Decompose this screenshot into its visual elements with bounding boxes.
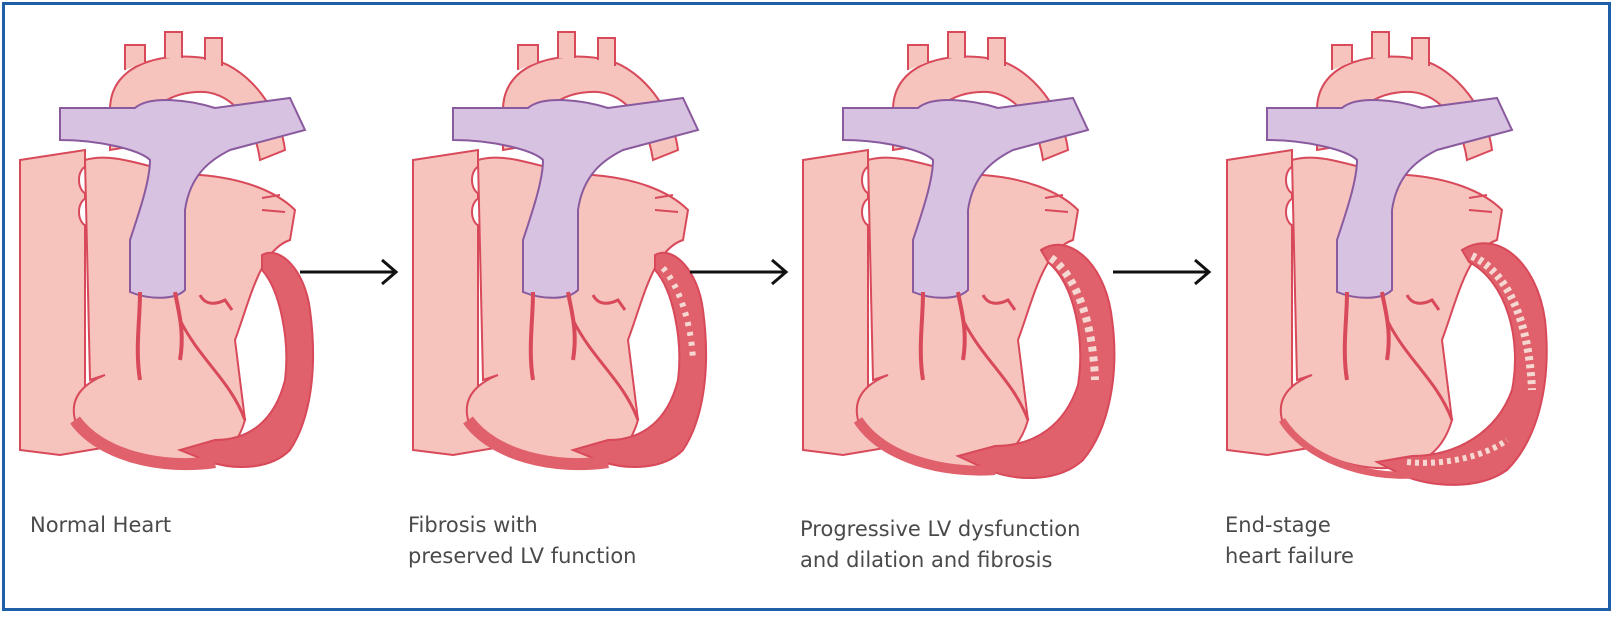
caption-line: Progressive LV dysfunction (800, 514, 1080, 545)
caption-line: Fibrosis with (408, 510, 637, 541)
heart-end-stage (1227, 32, 1547, 485)
caption-normal-heart: Normal Heart (30, 510, 171, 541)
heart-progressive-dysfunction (803, 32, 1114, 478)
arrow-1 (300, 260, 396, 284)
arrow-2 (690, 260, 786, 284)
caption-line: heart failure (1225, 541, 1354, 572)
arrow-3 (1113, 260, 1209, 284)
caption-line: and dilation and fibrosis (800, 545, 1080, 576)
caption-end-stage: End-stage heart failure (1225, 510, 1354, 572)
heart-fibrosis-preserved (413, 32, 706, 468)
caption-line: End-stage (1225, 510, 1354, 541)
caption-line: Normal Heart (30, 510, 171, 541)
heart-normal (20, 32, 313, 468)
caption-line: preserved LV function (408, 541, 637, 572)
caption-progressive-dysfunction: Progressive LV dysfunction and dilation … (800, 514, 1080, 576)
caption-fibrosis-preserved: Fibrosis with preserved LV function (408, 510, 637, 572)
